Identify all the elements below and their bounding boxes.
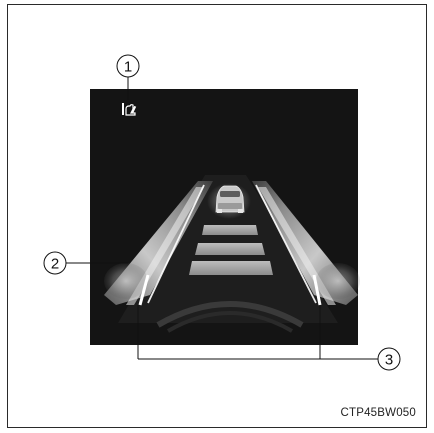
- preceding-vehicle: [207, 183, 251, 219]
- callout-3-number: 3: [385, 352, 393, 369]
- figure-frame: 1 2 3 CTP45BW050: [7, 4, 427, 428]
- callout-1-number: 1: [124, 59, 132, 76]
- lane-assist-display-illustration: 1 2 3: [8, 5, 428, 429]
- callout-2-number: 2: [51, 256, 59, 273]
- figure-code: CTP45BW050: [340, 407, 416, 419]
